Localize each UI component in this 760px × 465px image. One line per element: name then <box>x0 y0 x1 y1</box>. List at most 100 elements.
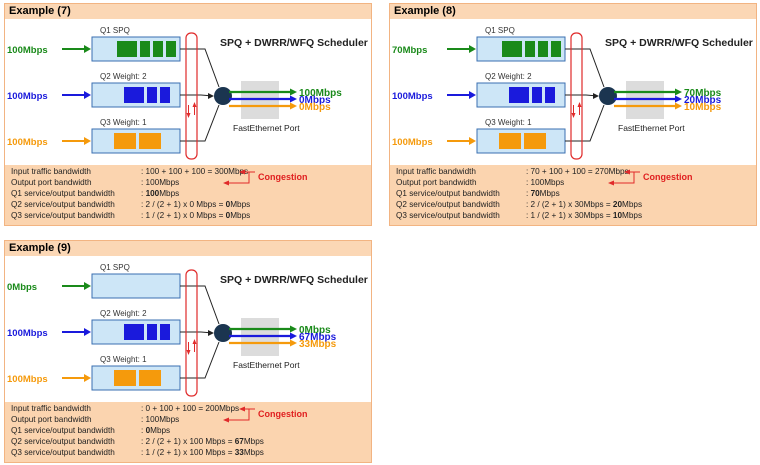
output-arrowhead <box>675 95 682 103</box>
loop-arrowhead-down <box>186 113 191 118</box>
info-value: : 100 + 100 + 100 = 300Mbps <box>141 167 249 176</box>
queue-packet <box>502 41 522 57</box>
queue-packet <box>147 87 157 103</box>
output-arrowhead <box>290 95 297 103</box>
input-rate-label: 0Mbps <box>7 282 37 293</box>
info-row: Q1 service/output bandwidth: 100Mbps <box>11 189 179 199</box>
info-row: Q1 service/output bandwidth: 70Mbps <box>396 189 560 199</box>
queue-label: Q3 Weight: 1 <box>100 118 147 127</box>
info-value-bold: 0 <box>225 200 231 209</box>
info-value-bold: 0 <box>145 426 151 435</box>
info-value: : 2 / (2 + 1) x 0 Mbps = <box>141 200 226 209</box>
bandwidth-info: Input traffic bandwidth: 70 + 100 + 100 … <box>390 165 756 225</box>
queue-label: Q3 Weight: 1 <box>485 118 532 127</box>
queue-packet <box>538 41 548 57</box>
info-value: : 2 / (2 + 1) x 30Mbps = <box>526 200 613 209</box>
output-rate-label: 0Mbps <box>299 325 331 336</box>
loop-arrowhead-up <box>192 339 197 344</box>
queue-packet <box>114 370 136 386</box>
queue-3: Q3 Weight: 1 100Mbps <box>392 118 586 154</box>
info-label: Q3 service/output bandwidth <box>11 448 115 457</box>
queue-packet <box>117 41 137 57</box>
input-rate-label: 100Mbps <box>7 328 48 339</box>
queue-packet <box>139 133 161 149</box>
scheduler-node <box>214 324 232 342</box>
info-label: Q1 service/output bandwidth <box>11 426 115 435</box>
queue-label: Q2 Weight: 2 <box>100 309 147 318</box>
scheduler-input-line <box>586 104 605 142</box>
queue-packet <box>114 133 136 149</box>
scheduler-input-arrowhead <box>208 93 214 99</box>
input-arrowhead <box>84 374 91 382</box>
output-rate-label: 0Mbps <box>299 102 331 113</box>
info-row: Q3 service/output bandwidth: 1 / (2 + 1)… <box>396 211 642 221</box>
info-value-unit: Mbps <box>230 200 251 209</box>
info-value-unit: Mbps <box>622 200 643 209</box>
info-value: : <box>141 426 146 435</box>
info-value-bold: 33 <box>234 448 244 457</box>
info-value: : 100Mbps <box>526 178 565 187</box>
info-row: Q1 service/output bandwidth: 0Mbps <box>11 426 170 436</box>
info-value-unit: Mbps <box>150 426 171 435</box>
queue-packet <box>124 87 144 103</box>
queue-packet <box>532 87 542 103</box>
queue-label: Q2 Weight: 2 <box>485 72 532 81</box>
queue-packet <box>509 87 529 103</box>
output-rate-label: 67Mbps <box>299 332 337 343</box>
info-row: Input traffic bandwidth : 0 + 100 + 100 =… <box>11 404 239 414</box>
info-value: : 1 / (2 + 1) x 0 Mbps = <box>141 211 226 220</box>
info-value-unit: Mbps <box>159 189 180 198</box>
output-rate-label: 20Mbps <box>684 95 722 106</box>
info-row: Q2 service/output bandwidth : 2 / (2 + 1)… <box>396 200 642 210</box>
info-value-unit: Mbps <box>622 211 643 220</box>
info-label: Input traffic bandwidth <box>11 167 91 176</box>
input-rate-label: 100Mbps <box>7 374 48 385</box>
queue-label: Q2 Weight: 2 <box>100 72 147 81</box>
congestion-arrowhead-bottom <box>608 180 614 186</box>
output-arrowhead <box>290 339 297 347</box>
congestion-label: Congestion <box>258 172 308 182</box>
scheduler-loop <box>185 269 198 397</box>
info-label: Q2 service/output bandwidth <box>396 200 500 209</box>
scheduler-label: SPQ + DWRR/WFQ Scheduler <box>605 37 753 49</box>
scheduler-input-line <box>201 48 220 88</box>
output-rate-label: 33Mbps <box>299 339 337 350</box>
info-row: Q2 service/output bandwidth: 2 / (2 + 1)… <box>11 200 250 210</box>
input-arrowhead <box>84 45 91 53</box>
info-value: : 2 / (2 + 1) x 100 Mbps = <box>141 437 235 446</box>
output-arrowhead <box>675 102 682 110</box>
info-row: Q3 service/output bandwidth: 1 / (2 + 1)… <box>11 448 264 458</box>
info-value: : 100Mbps <box>141 178 180 187</box>
queue-label: Q3 Weight: 1 <box>100 355 147 364</box>
scheduler-loop <box>185 32 198 160</box>
queue-packet <box>153 41 163 57</box>
info-value-unit: Mbps <box>539 189 560 198</box>
output-rate-label: 70Mbps <box>684 88 722 99</box>
queue-packet <box>160 87 170 103</box>
scheduler-input-arrowhead <box>593 93 599 99</box>
info-label: Input traffic bandwidth <box>11 404 91 413</box>
info-value-bold: 67 <box>234 437 244 446</box>
scheduler-input-arrowhead <box>208 330 214 336</box>
info-row: Output port bandwidth: 100Mbps <box>11 178 179 188</box>
info-value-unit: Mbps <box>230 211 251 220</box>
info-value: : 0 + 100 + 100 = 200Mbps <box>141 404 240 413</box>
info-label: Input traffic bandwidth <box>396 167 476 176</box>
input-rate-label: 100Mbps <box>392 137 433 148</box>
congestion-label: Congestion <box>643 172 693 182</box>
scheduler-input-line <box>201 341 220 379</box>
scheduler-input-line <box>586 48 605 88</box>
output-arrowhead <box>290 332 297 340</box>
input-rate-label: 70Mbps <box>392 45 427 56</box>
input-rate-label: 100Mbps <box>392 91 433 102</box>
info-label: Output port bandwidth <box>11 415 92 424</box>
info-value-bold: 10 <box>612 211 623 220</box>
queue-packet <box>525 41 535 57</box>
panel-title: Example (7) <box>5 4 371 19</box>
info-value-bold: 100 <box>145 189 160 198</box>
info-value-unit: Mbps <box>243 448 264 457</box>
